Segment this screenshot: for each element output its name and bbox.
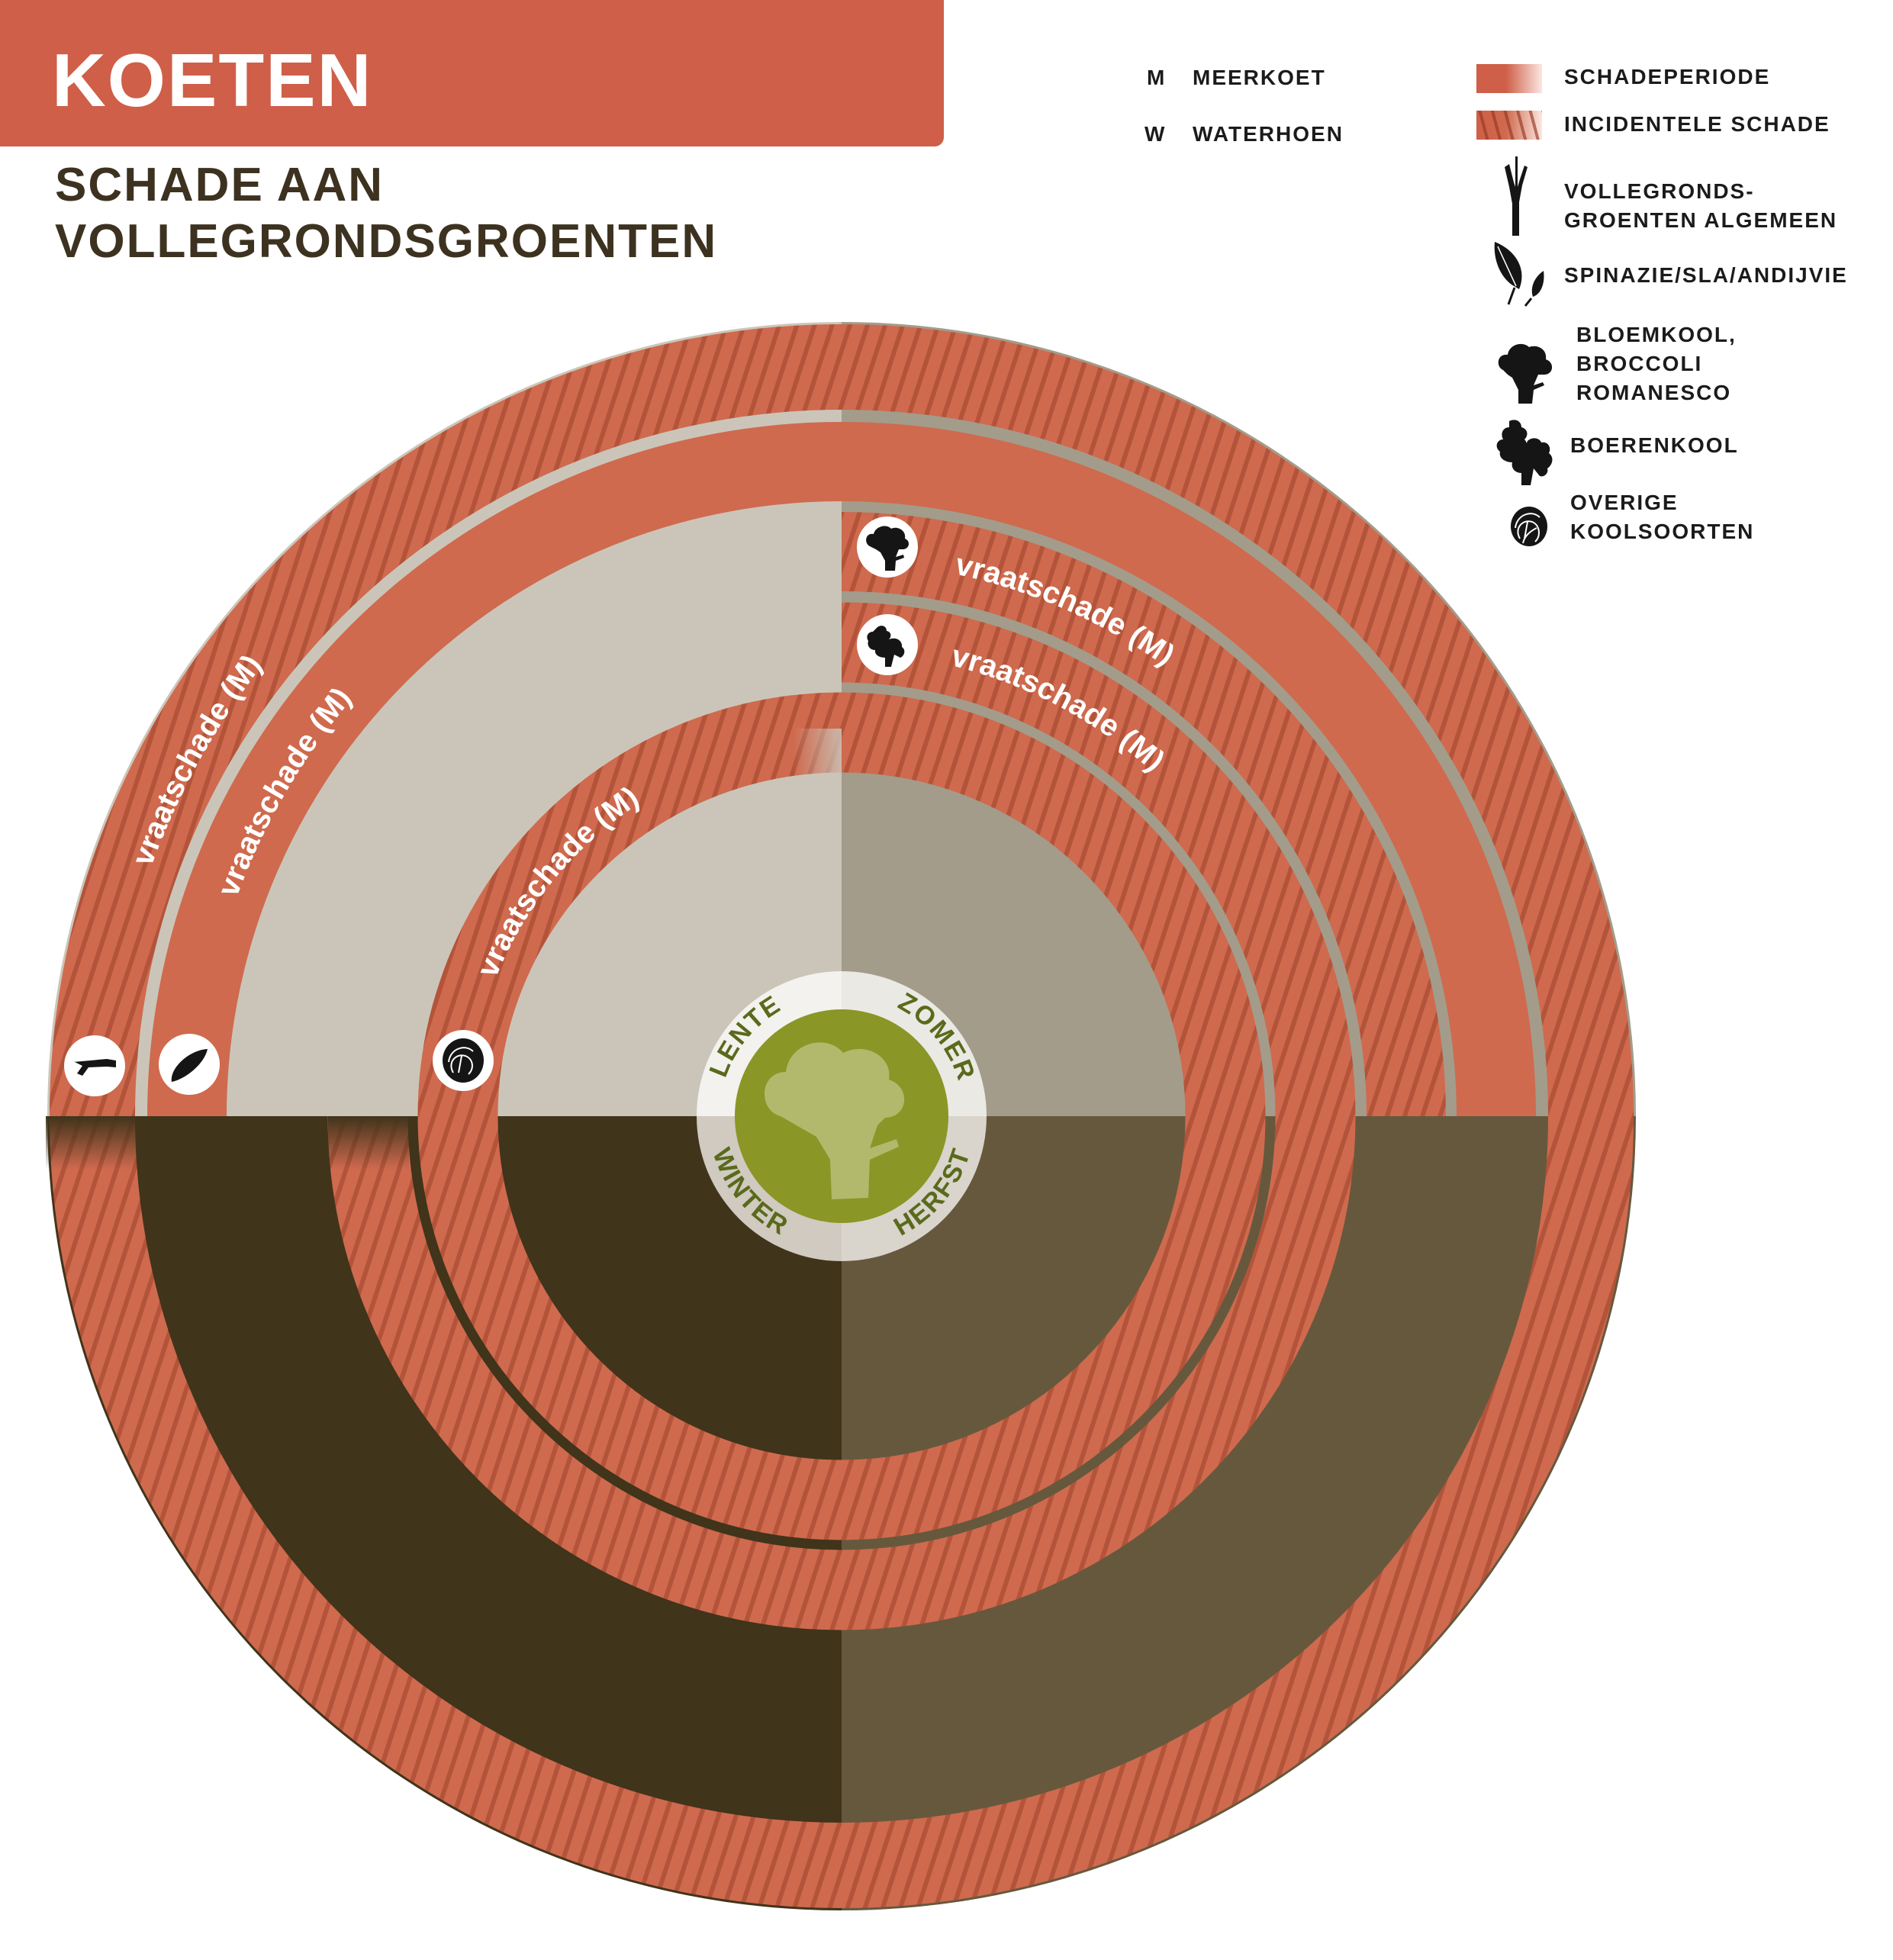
legend-label-boerenkool: BOERENKOOL <box>1570 433 1739 457</box>
ring-overige-kool-fade <box>794 729 842 809</box>
season-center <box>697 971 987 1261</box>
ring-spinazie-fade <box>1457 1116 1537 1162</box>
page-subtitle: SCHADE AAN VOLLEGRONDSGROENTEN <box>55 157 717 270</box>
center-broccoli-icon <box>765 1042 905 1199</box>
cabbage-icon <box>1511 507 1547 546</box>
legend-label-overige-kool: OVERIGE KOOLSOORTEN <box>1570 491 1755 543</box>
ring-boerenkool-fade <box>328 1116 409 1170</box>
ring-boerenkool <box>327 602 1356 1630</box>
ring-cabbage-badge <box>433 1030 494 1091</box>
ring-broccoli-badge <box>857 517 918 578</box>
legend-label-meerkoet: MEERKOET <box>1193 66 1326 89</box>
subtitle-line-2: VOLLEGRONDSGROENTEN <box>55 215 718 268</box>
ring-spinazie <box>147 422 1536 1117</box>
broccoli-icon <box>866 526 909 571</box>
legend-label-bloemkool: BLOEMKOOL, BROCCOLI ROMANESCO <box>1576 323 1737 404</box>
leaf-icon <box>1494 242 1544 307</box>
leek-icon <box>73 1059 116 1076</box>
ring-vollegronds-fade <box>46 1116 137 1170</box>
schadeperiode-swatch <box>1476 64 1542 93</box>
leaf-icon <box>171 1049 208 1082</box>
legend-label-incidentele-schade: INCIDENTELE SCHADE <box>1564 112 1830 136</box>
quadrant-herfst <box>842 1116 1636 1910</box>
kale-icon <box>1496 420 1553 485</box>
leek-icon <box>1505 156 1528 236</box>
kale-icon <box>867 626 905 667</box>
broccoli-icon <box>1498 343 1553 404</box>
incidentele-schade-swatch <box>1476 111 1542 140</box>
legend-label-schadeperiode: SCHADEPERIODE <box>1564 65 1771 89</box>
legend-abbr-m: M <box>1147 66 1167 89</box>
ring-bloemkool <box>841 512 1446 1117</box>
subtitle-line-1: SCHADE AAN <box>55 159 385 211</box>
ring-leaf-badge <box>159 1034 220 1095</box>
legend-label-waterhoen: WATERHOEN <box>1193 122 1344 146</box>
ring-bloemkool-fade <box>1367 1116 1446 1162</box>
legend-label-vollegronds: VOLLEGRONDS- GROENTEN ALGEMEEN <box>1564 179 1838 232</box>
ring-leek-badge <box>64 1035 125 1096</box>
ring-kale-badge <box>857 614 918 675</box>
legend-abbr-w: W <box>1144 122 1167 146</box>
legend-label-spinazie: SPINAZIE/SLA/ANDIJVIE <box>1564 263 1848 287</box>
quadrant-winter <box>47 1116 842 1910</box>
page-title: KOETEN <box>52 38 373 122</box>
title-banner: KOETEN <box>0 0 944 146</box>
